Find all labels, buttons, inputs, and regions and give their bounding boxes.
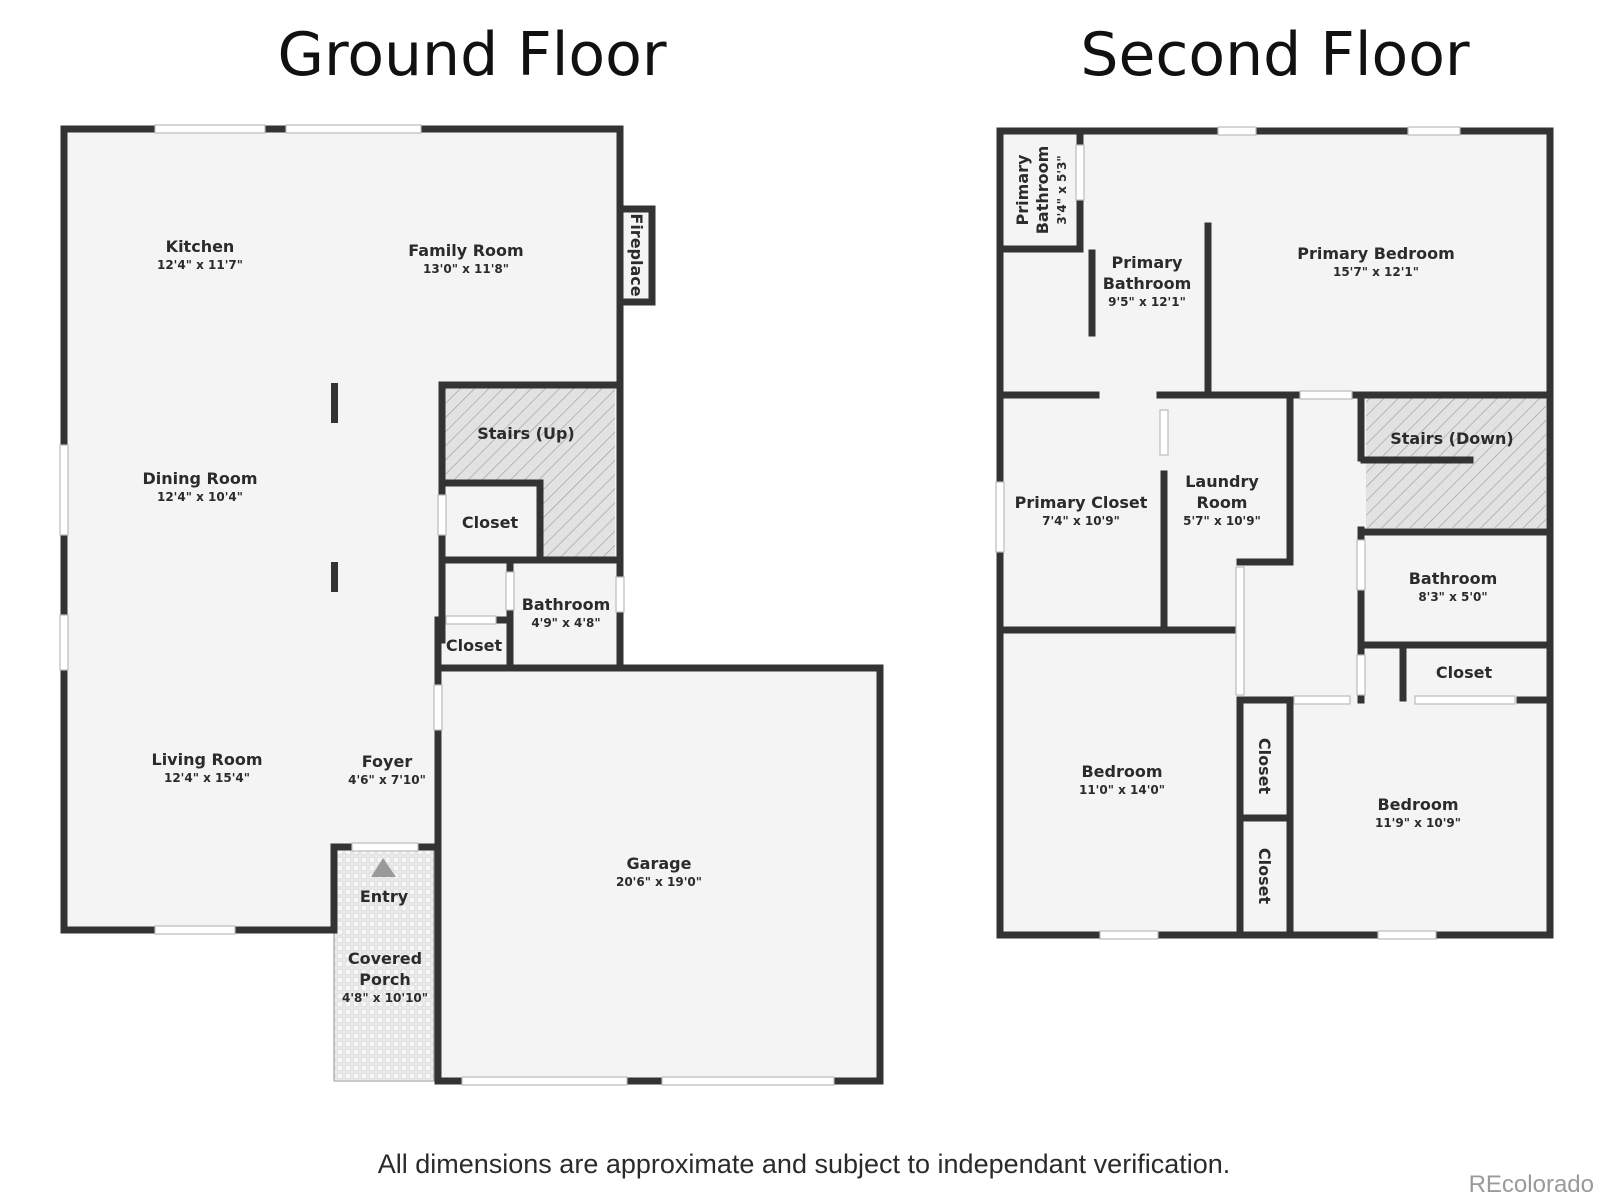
covered-porch-label-line2: Porch [359, 970, 410, 989]
family-room-label: Family Room [408, 241, 523, 260]
dining-room-dims: 12'4" x 10'4" [157, 490, 243, 504]
stairs-up-label: Stairs (Up) [477, 424, 575, 443]
garage-wall [434, 664, 884, 1085]
living-room-label: Living Room [152, 750, 263, 769]
ground-floor-plan: Kitchen 12'4" x 11'7" Family Room 13'0" … [59, 124, 884, 1086]
primary-bedroom-label: Primary Bedroom [1297, 244, 1455, 263]
bathroom-label: Bathroom [1409, 569, 1498, 588]
garage-label: Garage [627, 854, 692, 873]
entry-door [351, 842, 419, 852]
bedroom-right-label: Bedroom [1377, 795, 1458, 814]
fireplace-area [622, 209, 652, 302]
bathroom-dims: 4'9" x 4'8" [531, 616, 600, 630]
bathroom-window [615, 576, 625, 613]
laundry-door [1159, 409, 1169, 456]
garage-floor-area [438, 668, 880, 1081]
laundry-room-dims: 5'7" x 10'9" [1183, 514, 1261, 528]
living-room-dims: 12'4" x 15'4" [164, 771, 250, 785]
bedroom-left-door [1235, 566, 1245, 696]
bathroom-dims: 8'3" x 5'0" [1418, 590, 1487, 604]
foyer-label: Foyer [362, 752, 413, 771]
corridor-opening [1299, 390, 1353, 400]
primary-bathroom-dims: 9'5" x 12'1" [1108, 295, 1186, 309]
stairs-up-hatch [442, 388, 615, 560]
bedroom-right-door [1293, 695, 1351, 705]
bath-door [1356, 539, 1366, 591]
covered-porch-dims: 4'8" x 10'10" [342, 991, 428, 1005]
kitchen-window [154, 124, 266, 134]
closet-b-label: Closet [446, 636, 503, 655]
garage-door-right [661, 1076, 835, 1086]
bedroom-right-dims: 11'9" x 10'9" [1375, 816, 1461, 830]
small-bath-label-line1: Primary [1013, 154, 1032, 225]
living-window-south [154, 925, 236, 935]
dining-window [59, 444, 69, 536]
foyer-dims: 4'6" x 7'10" [348, 773, 426, 787]
primary-closet-window [995, 481, 1005, 553]
laundry-room-label-line1: Laundry [1185, 472, 1259, 491]
bedroom-left-label: Bedroom [1081, 762, 1162, 781]
garage-door-left [461, 1076, 628, 1086]
closet-upper-label: Closet [1255, 738, 1274, 795]
window-south-right [1377, 930, 1437, 940]
primary-bedroom-dims: 15'7" x 12'1" [1333, 265, 1419, 279]
second-floor-plan: Primary Bathroom 3'4" x 5'3" Primary Bat… [995, 126, 1554, 940]
dining-room-label: Dining Room [142, 469, 257, 488]
family-room-door-opening [285, 124, 422, 134]
small-bath-door [1075, 144, 1085, 201]
second-floor-title: Second Floor [1080, 20, 1469, 90]
closet-a-door [437, 494, 447, 536]
window-south-left [1099, 930, 1159, 940]
family-room-dims: 13'0" x 11'8" [423, 262, 509, 276]
fireplace-label: Fireplace [627, 213, 646, 296]
closet-a-label: Closet [462, 513, 519, 532]
fireplace-wall [616, 205, 656, 306]
laundry-east-wall [1236, 394, 1294, 566]
closet-hall-door-left [1356, 654, 1366, 696]
dining-wall-stub-top [331, 383, 338, 423]
kitchen-label: Kitchen [166, 237, 235, 256]
window-north-1 [1217, 126, 1257, 136]
primary-closet-label: Primary Closet [1015, 493, 1148, 512]
garage-dims: 20'6" x 19'0" [616, 875, 702, 889]
bath-door [505, 571, 515, 611]
ground-main-floor-area [64, 129, 620, 930]
bathroom-label: Bathroom [522, 595, 611, 614]
stairs-wall [438, 381, 624, 644]
primary-closet-dims: 7'4" x 10'9" [1042, 514, 1120, 528]
primary-bathroom-label-line1: Primary [1112, 253, 1183, 272]
laundry-room-label-line2: Room [1197, 493, 1248, 512]
small-bath-dims: 3'4" x 5'3" [1055, 155, 1069, 224]
foyer-door [433, 684, 443, 731]
kitchen-dims: 12'4" x 11'7" [157, 258, 243, 272]
watermark-logo: REcolorado [1469, 1171, 1594, 1198]
entry-arrow-icon [371, 858, 396, 877]
covered-porch-label-line1: Covered [348, 949, 422, 968]
ground-floor-title: Ground Floor [277, 20, 666, 90]
dining-wall-stub-bottom [331, 562, 338, 592]
window-north-2 [1407, 126, 1461, 136]
small-bath-label-line2: Bathroom [1033, 146, 1052, 235]
closet-hall-door [1414, 695, 1516, 705]
stairs-inner-wall [438, 479, 624, 564]
primary-bathroom-label-line2: Bathroom [1103, 274, 1192, 293]
closet-hall-label: Closet [1436, 663, 1493, 682]
closet-lower-label: Closet [1255, 848, 1274, 905]
living-window-west [59, 614, 69, 671]
closet-b-door [445, 615, 497, 625]
bedroom-left-dims: 11'0" x 14'0" [1079, 783, 1165, 797]
entry-label: Entry [360, 887, 409, 906]
stairs-down-label: Stairs (Down) [1390, 429, 1514, 448]
disclaimer-text: All dimensions are approximate and subje… [378, 1149, 1231, 1179]
